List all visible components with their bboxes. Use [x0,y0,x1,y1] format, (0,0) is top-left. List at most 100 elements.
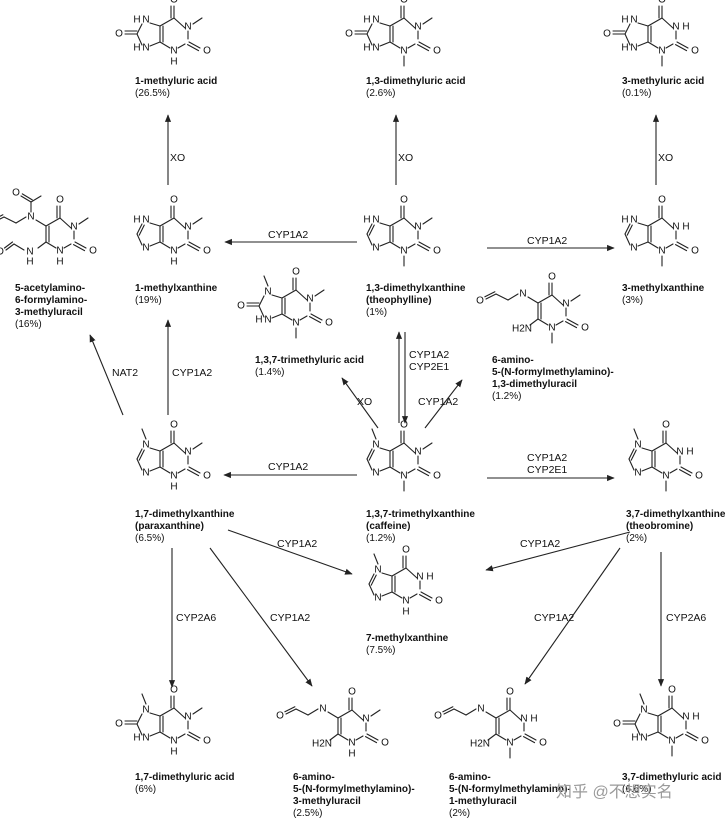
oxygen-atom: O [658,0,666,6]
compound-name-line-1: 5-acetylamino- [15,283,86,294]
bond [633,428,639,440]
bond [173,707,186,719]
bond [314,289,325,297]
bond [657,731,669,739]
nitrogen-atom: N [372,440,379,451]
enzyme-cyp1a2-theobromine-afmu1: CYP1A2 [534,612,575,624]
bond [307,708,319,716]
nitrogen-atom: N [630,243,637,254]
label-mu1: 1-methyluric acid (26.5%) [135,76,217,100]
bond [675,44,688,52]
bond [422,442,433,450]
hydrogen-atom: H [170,57,177,68]
bond [192,217,203,225]
compound-name: 3-methylxanthine [622,283,705,294]
bond [368,449,375,461]
bond [187,244,200,252]
label-afmu13: 6-amino- 5-(N-formylmethylamino)- 1,3-di… [492,355,614,403]
bond [389,41,401,49]
bond [3,216,17,224]
nitrogen-atom: N [170,246,177,257]
bond [136,458,143,471]
bond [634,713,641,725]
oxygen-atom: O [581,323,589,334]
bond [403,442,416,454]
bond [379,447,391,452]
bond [665,43,674,49]
bond [136,723,143,736]
nitrogen-atom: N [372,15,379,26]
bond [624,33,631,46]
hydrogen-atom: H [426,572,433,583]
oxygen-atom: O [325,318,333,329]
bond [465,708,477,716]
nitrogen-atom: N [264,315,271,326]
enzyme-cyp2a6-paraxanthine: CYP2A6 [176,612,217,624]
bond [368,583,375,596]
oxygen-atom: O [476,296,484,307]
bond [509,709,522,721]
arrow-paraxanthine-to-afmu3 [209,547,313,687]
compound-percent: (19%) [135,295,162,306]
label-dmu37: 3,7-dimethyluric acid (6.6%) [622,772,721,796]
bond [136,23,143,35]
bond [420,591,433,599]
label-tmu137: 1,3,7-trimethyluric acid (1.4%) [255,355,364,379]
bond [263,275,269,287]
bond [258,295,265,307]
oxygen-atom: O [170,195,178,206]
bond [381,572,393,577]
bond [187,734,200,742]
bond [136,33,143,46]
compound-name: 3,7-dimethyluric acid [622,772,722,783]
oxygen-atom: O [691,46,699,57]
bond [389,442,405,452]
nitrogen-atom: N [662,471,669,482]
bond [680,466,693,474]
bond [37,241,47,249]
bond [149,241,161,247]
bond [188,466,201,474]
bond [141,428,147,440]
oxygen-atom: O [506,687,514,698]
nitrogen-atom: N [400,471,407,482]
label-mx3: 3-methylxanthine (3%) [622,283,704,307]
nitrogen-atom: N [348,738,355,749]
arrow-paraxanthine-to-mx7 [227,529,353,575]
nitrogen-atom: N [672,222,679,233]
bond [366,458,373,471]
hydrogen-atom: H [682,222,689,233]
oxygen-atom: O [203,46,211,57]
bond [74,241,87,249]
oxygen-atom: O [203,471,211,482]
bond [417,44,430,52]
oxygen-atom: O [662,420,670,431]
label-mx7: 7-methylxanthine (7.5%) [366,633,448,657]
bond [407,468,416,474]
oxygen-atom: O [433,471,441,482]
reaction-arrows [89,114,665,688]
bond [366,23,373,35]
bond [379,22,391,27]
bond [295,708,309,716]
compound-percent: (2%) [449,808,471,819]
compound-name: 7-methylxanthine [366,633,449,644]
oxygen-atom: O [658,195,666,206]
label-dmu13: 1,3-dimethyluric acid (2.6%) [366,76,465,100]
bond [187,44,200,52]
hydrogen-atom: H [133,733,140,744]
bond [537,294,553,304]
nitrogen-atom: N [682,712,689,723]
label-theophylline: 1,3-dimethylxanthine (theophylline) (1%) [366,283,465,319]
nitrogen-atom: N [658,246,665,257]
oxygen-atom: O [701,736,709,747]
oxygen-atom: O [548,272,556,283]
label-afmu1: 6-amino- 5-(N-formylmethylamino)- 1-meth… [449,772,571,820]
compound-name-line-2: (caffeine) [366,521,411,532]
nitrogen-atom: N [170,471,177,482]
